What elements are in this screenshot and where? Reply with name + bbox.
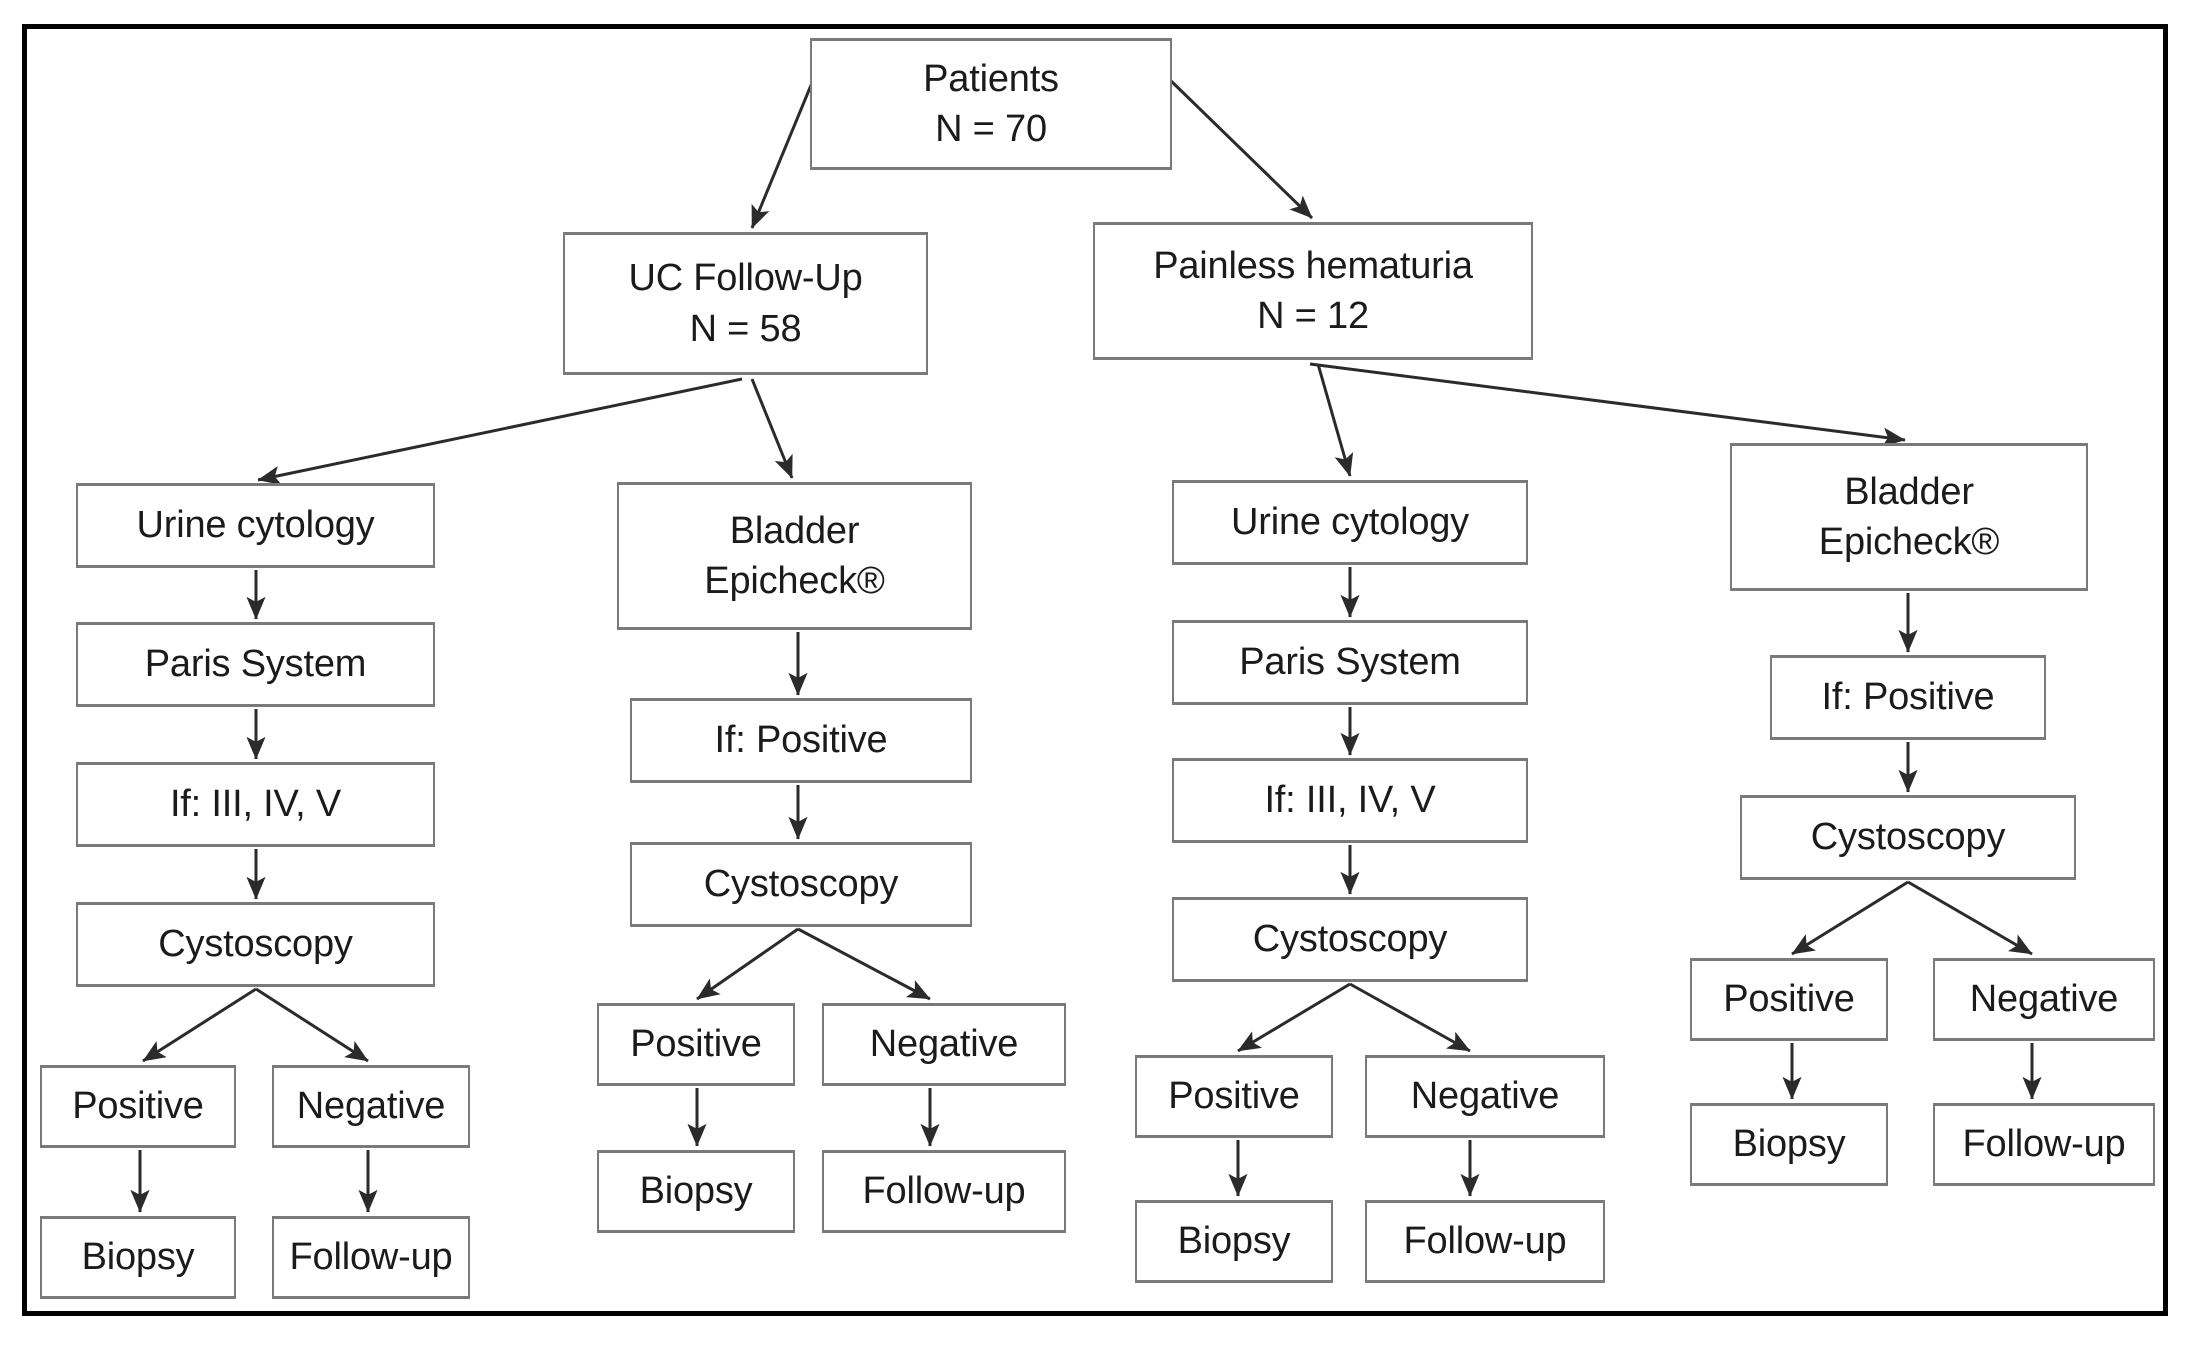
node-c4-cysto: Cystoscopy bbox=[1740, 795, 2076, 880]
node-c1-paris: Paris System bbox=[76, 622, 435, 707]
node-root: Patients N = 70 bbox=[810, 38, 1172, 170]
node-c2-epi: Bladder Epicheck® bbox=[617, 482, 972, 630]
node-c2-cysto: Cystoscopy bbox=[630, 842, 972, 927]
node-c4-biopsy: Biopsy bbox=[1690, 1103, 1888, 1186]
node-c4-if: If: Positive bbox=[1770, 655, 2046, 740]
node-c1-followup: Follow-up bbox=[272, 1216, 470, 1299]
node-c1-cysto: Cystoscopy bbox=[76, 902, 435, 987]
node-uc: UC Follow-Up N = 58 bbox=[563, 232, 928, 375]
node-ph: Painless hematuria N = 12 bbox=[1093, 222, 1533, 360]
node-c3-cyto: Urine cytology bbox=[1172, 480, 1528, 565]
node-c2-if: If: Positive bbox=[630, 698, 972, 783]
node-c3-biopsy: Biopsy bbox=[1135, 1200, 1333, 1283]
node-c3-neg: Negative bbox=[1365, 1055, 1605, 1138]
node-c2-followup: Follow-up bbox=[822, 1150, 1066, 1233]
node-c3-if: If: III, IV, V bbox=[1172, 758, 1528, 843]
node-c3-followup: Follow-up bbox=[1365, 1200, 1605, 1283]
node-c1-if: If: III, IV, V bbox=[76, 762, 435, 847]
node-c1-cyto: Urine cytology bbox=[76, 483, 435, 568]
node-c2-pos: Positive bbox=[597, 1003, 795, 1086]
node-c3-cysto: Cystoscopy bbox=[1172, 897, 1528, 982]
node-c4-pos: Positive bbox=[1690, 958, 1888, 1041]
node-c3-pos: Positive bbox=[1135, 1055, 1333, 1138]
node-c4-neg: Negative bbox=[1933, 958, 2155, 1041]
node-c1-neg: Negative bbox=[272, 1065, 470, 1148]
node-c4-epi: Bladder Epicheck® bbox=[1730, 443, 2088, 591]
node-c2-biopsy: Biopsy bbox=[597, 1150, 795, 1233]
node-c1-biopsy: Biopsy bbox=[40, 1216, 236, 1299]
node-c4-followup: Follow-up bbox=[1933, 1103, 2155, 1186]
node-c1-pos: Positive bbox=[40, 1065, 236, 1148]
node-c2-neg: Negative bbox=[822, 1003, 1066, 1086]
node-c3-paris: Paris System bbox=[1172, 620, 1528, 705]
